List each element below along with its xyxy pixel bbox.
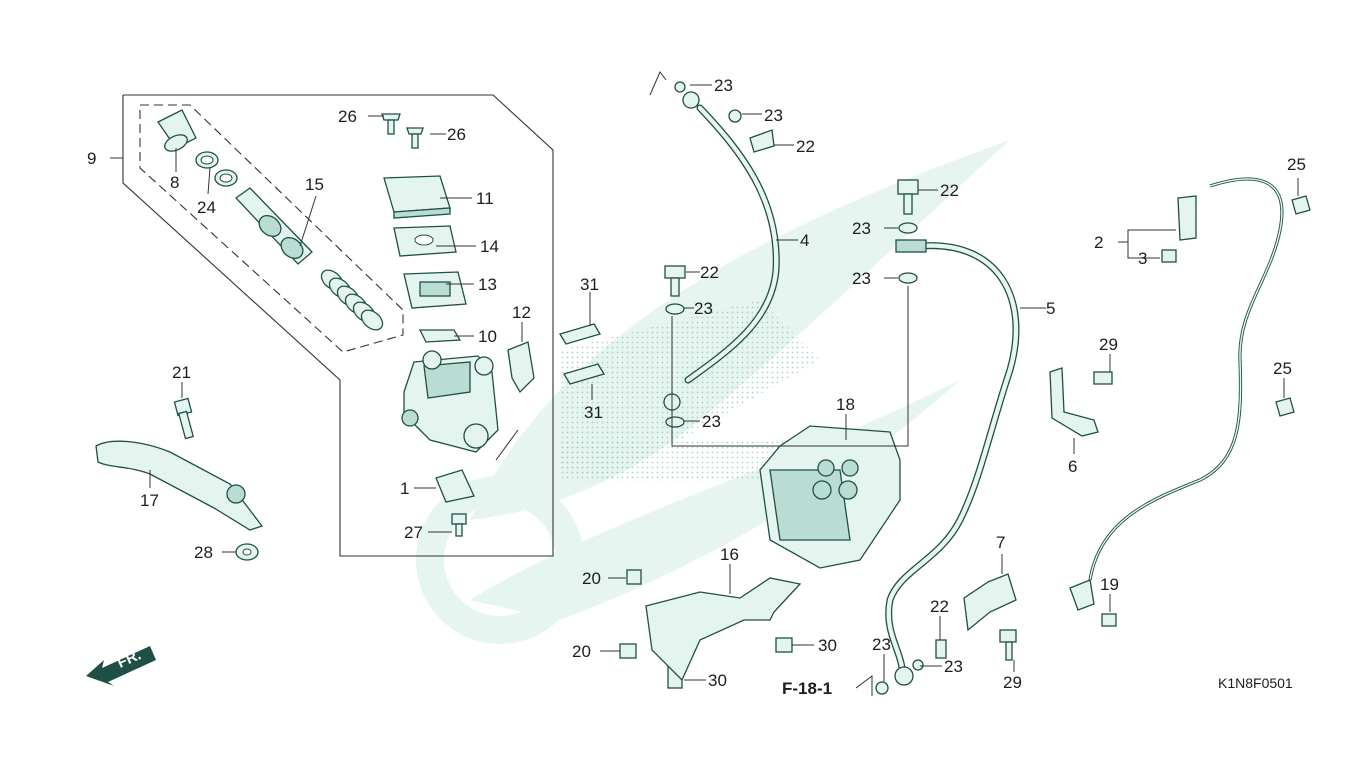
clamp-7-part [963, 573, 1017, 632]
spring-part [320, 269, 384, 331]
callout-6: 6 [1068, 457, 1077, 476]
diagram-code-text: K1N8F0501 [1218, 675, 1293, 691]
leader-lines [110, 71, 1299, 696]
switch-part [435, 469, 475, 503]
holder-part [507, 341, 535, 394]
callout-19: 19 [1100, 575, 1119, 594]
brake-hose-5 [885, 239, 1020, 686]
callout-7: 7 [996, 533, 1005, 552]
callout-12: 12 [512, 303, 531, 322]
piston-part [235, 187, 313, 265]
callout-28: 28 [194, 543, 213, 562]
callout-8: 8 [170, 173, 179, 192]
diagram-code: K1N8F0501 [1218, 675, 1293, 691]
callout-30b: 30 [708, 671, 727, 690]
callout-31b: 31 [584, 403, 603, 422]
callout-17: 17 [140, 491, 159, 510]
reference-label: F-18-1 [782, 679, 832, 698]
callout-23b: 23 [764, 106, 783, 125]
callout-11: 11 [476, 189, 494, 208]
callout-5: 5 [1046, 299, 1055, 318]
brake-lever-part [95, 440, 264, 531]
callout-29b: 29 [1003, 673, 1022, 692]
callout-22c: 22 [940, 181, 959, 200]
diaphragm-plate-part [393, 225, 457, 257]
screw-27-part [451, 513, 467, 537]
callout-26a: 26 [338, 107, 357, 126]
screw-26-part [381, 113, 424, 149]
float-part [418, 329, 462, 343]
callout-26b: 26 [447, 125, 466, 144]
snap-ring-part [195, 151, 238, 187]
callout-29a: 29 [1099, 335, 1118, 354]
callout-31a: 31 [580, 275, 599, 294]
stay-bracket-16-part [645, 577, 802, 682]
callout-25b: 25 [1273, 359, 1292, 378]
callout-21: 21 [172, 363, 191, 382]
callout-23g: 23 [944, 657, 963, 676]
callout-labels: 9 8 24 15 26 26 11 14 13 10 12 21 17 1 2… [87, 76, 1306, 692]
callout-22d: 22 [930, 597, 949, 616]
callout-9: 9 [87, 149, 96, 168]
callout-16: 16 [720, 545, 739, 564]
brake-hose-4 [663, 91, 780, 411]
pivot-bolt-part [173, 397, 195, 440]
callout-15: 15 [305, 175, 324, 194]
callout-24: 24 [197, 198, 216, 217]
bracket-6-part [1049, 367, 1099, 437]
master-cylinder-kit-outline [122, 94, 554, 557]
wheel-speed-sensor-wire [1069, 177, 1311, 611]
dust-boot-part [157, 109, 197, 152]
callout-1: 1 [400, 479, 409, 498]
callout-4: 4 [800, 231, 809, 250]
reservoir-cap-part [383, 175, 451, 219]
callout-23a: 23 [714, 76, 733, 95]
section-reference: F-18-1 [782, 679, 832, 698]
callout-10: 10 [478, 327, 497, 346]
front-direction-arrow: FR. [86, 646, 156, 686]
callout-20a: 20 [582, 569, 601, 588]
callout-27: 27 [404, 523, 423, 542]
abs-modulator-part [759, 425, 901, 569]
callout-3: 3 [1138, 249, 1147, 268]
callout-23f: 23 [852, 269, 871, 288]
callout-23d: 23 [702, 412, 721, 431]
front-marker-text: FR. [115, 646, 144, 671]
callout-23h: 23 [872, 635, 891, 654]
callout-25a: 25 [1287, 155, 1306, 174]
callout-22a: 22 [796, 137, 815, 156]
nut-28-part [235, 543, 259, 561]
master-cylinder-body-part [401, 350, 519, 461]
watermark-wing-logo [416, 140, 1010, 644]
callout-2: 2 [1094, 233, 1103, 252]
callout-13: 13 [478, 275, 497, 294]
callout-23e: 23 [852, 219, 871, 238]
bolts-and-washers [559, 81, 1117, 695]
callout-18: 18 [836, 395, 855, 414]
callout-20b: 20 [572, 642, 591, 661]
callout-30a: 30 [818, 636, 837, 655]
callout-22b: 22 [700, 263, 719, 282]
callout-14: 14 [480, 237, 499, 256]
callout-23c: 23 [694, 299, 713, 318]
diaphragm-part [403, 271, 467, 309]
